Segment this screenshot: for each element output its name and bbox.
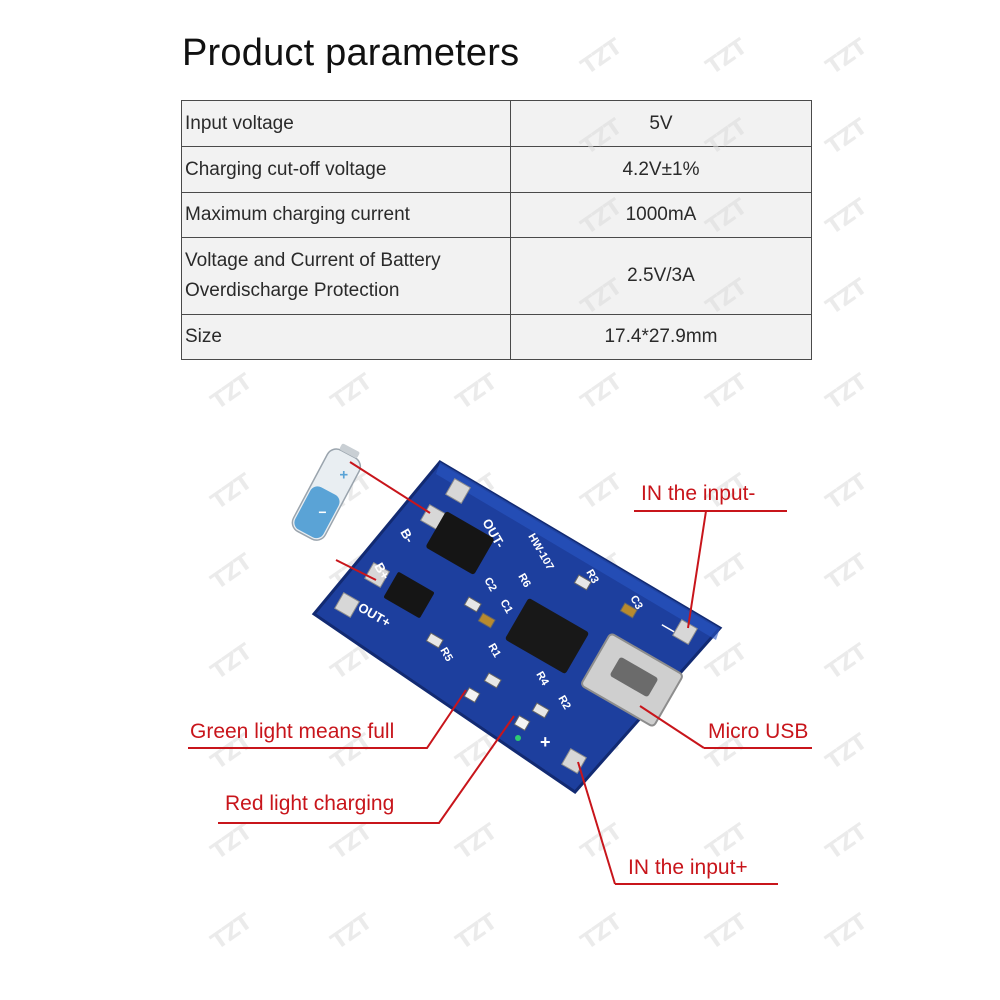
silk-plus: + [540,732,551,752]
table-row: Maximum charging current 1000mA [181,192,813,238]
param-value: 1000mA [509,192,813,238]
param-label: Charging cut-off voltage [181,146,511,193]
callout-in-plus: IN the input+ [628,856,748,879]
parameters-table: Input voltage 5V Charging cut-off voltag… [181,100,813,360]
pcb-board: OUT- B- B+ OUT+ HW-107 R3 C3 R6 C2 C1 R5… [311,460,723,794]
leader-b-minus [349,461,431,514]
callout-red-light: Red light charging [225,792,395,815]
table-row: Size 17.4*27.9mm [181,314,813,360]
param-value: 4.2V±1% [509,146,813,193]
leader-in-minus [687,510,707,629]
battery-plus-label: + [339,466,348,483]
param-label-line: Voltage and Current of Battery [185,250,441,271]
callout-in-minus: IN the input- [641,482,756,505]
chip-tp4056 [505,598,589,674]
leader-usb [639,705,705,749]
param-value: 17.4*27.9mm [509,314,813,360]
table-row: Charging cut-off voltage 4.2V±1% [181,146,813,193]
leader-b-plus [335,559,377,581]
leader-green [188,689,467,749]
leader-in-plus [577,761,616,885]
table-row: Voltage and Current of Battery Overdisch… [181,237,813,315]
battery-minus-label: − [318,504,326,520]
param-label: Voltage and Current of Battery Overdisch… [181,237,511,315]
silk-minus: — [659,617,679,638]
param-label-line: Overdischarge Protection [185,280,400,301]
param-label: Size [181,314,511,360]
leader-red [218,715,515,824]
micro-usb-port [581,633,683,727]
page-title: Product parameters [182,32,520,74]
param-label: Maximum charging current [181,192,511,238]
table-row: Input voltage 5V [181,100,813,147]
chip-fs8205 [384,572,434,618]
chip-dw01 [426,511,494,575]
callout-green-light: Green light means full [190,720,395,743]
param-value: 5V [509,100,813,147]
leader-lines [188,461,812,885]
green-led-indicator [515,735,521,741]
battery-icon: − + [291,443,362,541]
smd-components [425,574,638,732]
silk-b-minus: B- [397,526,417,545]
param-label: Input voltage [181,100,511,147]
param-value: 2.5V/3A [509,237,813,315]
solder-pads [334,478,698,774]
callout-micro-usb: Micro USB [708,720,809,743]
